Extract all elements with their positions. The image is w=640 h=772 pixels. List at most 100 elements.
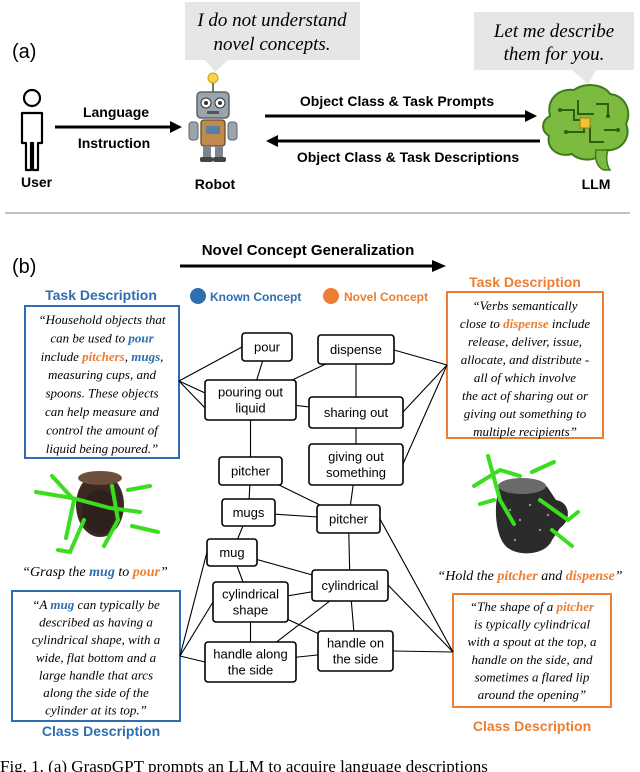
concept-node-box bbox=[241, 332, 293, 362]
right-class-text-line-run: with a spout at the top, a bbox=[468, 634, 597, 649]
concept-node-label: dispense bbox=[330, 342, 382, 357]
concept-node-label: pitcher bbox=[231, 464, 271, 479]
concept-node-label: giving out bbox=[328, 449, 384, 464]
right-class-box bbox=[452, 593, 612, 708]
right-task-text-line: all of which involve bbox=[474, 370, 576, 385]
description-link-edge bbox=[387, 584, 454, 653]
concept-node-label: mug bbox=[219, 545, 244, 560]
left-task-text-line-run: control the amount of bbox=[46, 422, 160, 437]
prompt-arrow-label: Object Class & Task Prompts bbox=[300, 93, 494, 109]
right-task-text-line: multiple recipients” bbox=[473, 424, 577, 439]
left-caption-text: “Grasp the mug to pour” bbox=[22, 565, 168, 580]
concept-node-sharing-out: sharing out bbox=[308, 396, 404, 429]
instruction-arrowhead bbox=[170, 121, 182, 133]
left-task-text-line-run: measuring cups, and bbox=[48, 367, 156, 382]
description-link-edge bbox=[402, 364, 448, 413]
concept-node-box bbox=[218, 456, 283, 486]
robot-label: Robot bbox=[195, 176, 236, 192]
left-class-text-line: along the side of the bbox=[43, 685, 149, 700]
description-link-edge bbox=[392, 650, 454, 653]
left-task-text-line-run: pitchers bbox=[81, 349, 125, 364]
left-class-text-line-run: cylindrical shape, with a bbox=[32, 632, 161, 647]
right-caption-text-run: ” bbox=[615, 569, 623, 584]
right-caption-text-run: pitcher bbox=[496, 569, 538, 584]
right-class-text-line-run: handle on the side, and bbox=[472, 652, 593, 667]
concept-node-label: handle along bbox=[213, 647, 287, 662]
left-class-text-line: cylinder at its top.” bbox=[45, 703, 147, 718]
user-label: User bbox=[21, 174, 53, 190]
concept-node-box bbox=[308, 443, 404, 486]
right-task-text-line-run: the act of sharing out or bbox=[462, 388, 589, 403]
llm-label: LLM bbox=[582, 176, 611, 192]
prompt-arrowhead bbox=[525, 110, 537, 122]
right-class-text-line: around the opening” bbox=[478, 687, 587, 702]
left-task-text-line-run: , bbox=[125, 349, 132, 364]
description-link-edge bbox=[179, 655, 206, 663]
concept-node-label: mugs bbox=[233, 505, 265, 520]
concept-node-label: the side bbox=[228, 663, 274, 678]
panel-b-label: (b) bbox=[12, 256, 36, 278]
concept-node-label: pouring out bbox=[218, 385, 283, 400]
left-task-text-line-run: “Household objects that bbox=[38, 312, 165, 327]
left-class-text-line-run: along the side of the bbox=[43, 685, 149, 700]
description-link-edge bbox=[178, 380, 206, 409]
right-task-text-line: giving out something to bbox=[464, 406, 587, 421]
concept-node-box bbox=[206, 538, 258, 567]
right-task-text-line-run: all of which involve bbox=[474, 370, 576, 385]
left-class-text-line: described as having a bbox=[39, 615, 153, 630]
description-link-edge bbox=[402, 364, 448, 465]
instruction-line2: Instruction bbox=[78, 135, 150, 151]
description-link-edge bbox=[178, 380, 206, 394]
concept-node-label: shape bbox=[233, 603, 268, 618]
concept-node-label: pitcher bbox=[329, 512, 369, 527]
llm-bubble-line1: Let me describe bbox=[493, 21, 614, 42]
concept-node-label: liquid bbox=[235, 401, 265, 416]
right-class-text-line: with a spout at the top, a bbox=[468, 634, 597, 649]
right-task-text-line: the act of sharing out or bbox=[462, 388, 589, 403]
right-task-text-line: allocate, and distribute - bbox=[461, 352, 590, 367]
description-link-edge bbox=[379, 518, 454, 653]
concept-node-mugs: mugs bbox=[221, 498, 276, 527]
left-task-text-line-run: spoons. These objects bbox=[45, 386, 158, 401]
left-task-text-line-run: mugs bbox=[131, 349, 160, 364]
left-class-text-line-run: cylinder at its top.” bbox=[45, 703, 147, 718]
left-task-text-line: can help measure and bbox=[45, 404, 159, 419]
right-task-text-line: close to dispense include bbox=[460, 316, 591, 331]
legend-novel-swatch bbox=[323, 288, 339, 304]
left-task-text-line-run: can be used to bbox=[50, 330, 128, 345]
concept-node-box bbox=[308, 396, 404, 429]
right-caption: “Hold the pitcher and dispense” bbox=[437, 569, 622, 584]
concept-node-box bbox=[204, 379, 297, 421]
left-caption-text-run: to bbox=[115, 565, 133, 580]
left-caption-text-run: “Grasp the bbox=[22, 565, 89, 580]
robot-speech-bubble: I do not understand novel concepts. bbox=[185, 2, 360, 72]
left-class-box bbox=[11, 590, 181, 722]
left-task-text-line: include pitchers, mugs, bbox=[41, 349, 164, 364]
right-task-text-line-run: multiple recipients” bbox=[473, 424, 577, 439]
left-class-text-line-run: can typically be bbox=[74, 597, 160, 612]
right-task-title: Task Description bbox=[469, 274, 581, 290]
concept-node-label: cylindrical bbox=[321, 578, 378, 593]
left-task-text-line: spoons. These objects bbox=[45, 386, 158, 401]
legend-novel-label: Novel Concept bbox=[344, 290, 428, 304]
concept-node-box bbox=[221, 498, 276, 527]
generalization-title: Novel Concept Generalization bbox=[202, 242, 415, 259]
right-task-box bbox=[446, 291, 604, 439]
figure-caption: Fig. 1. (a) GraspGPT prompts an LLM to a… bbox=[0, 757, 488, 772]
right-task-text-line-run: allocate, and distribute - bbox=[461, 352, 590, 367]
concept-node-box bbox=[317, 630, 394, 672]
legend-known-swatch bbox=[190, 288, 206, 304]
description-link-edge bbox=[179, 601, 214, 657]
left-caption-text-run: ” bbox=[160, 565, 168, 580]
right-class-text-line-run: is typically cylindrical bbox=[474, 617, 591, 632]
pitcher-grasp-image bbox=[472, 454, 580, 554]
